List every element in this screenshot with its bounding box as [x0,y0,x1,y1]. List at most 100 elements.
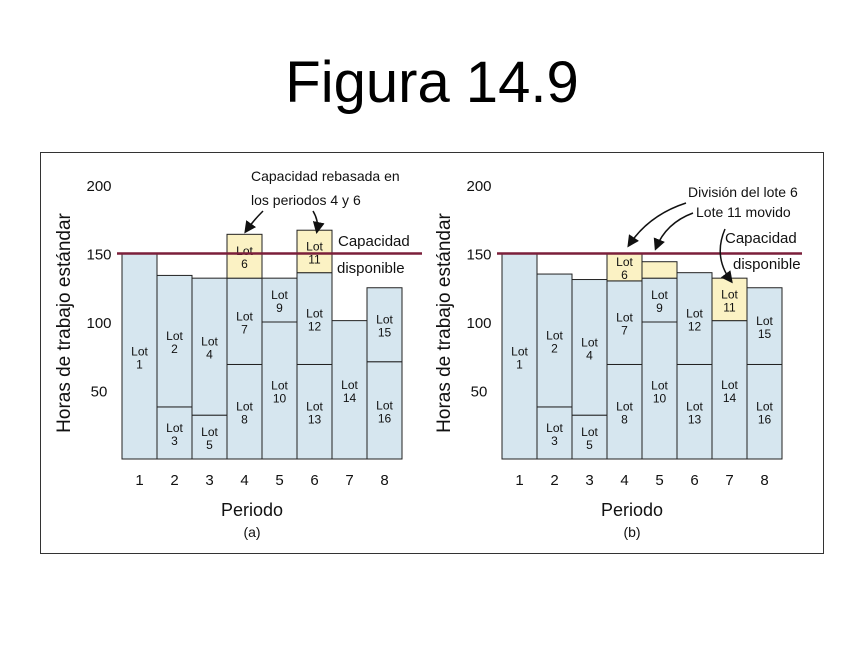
x-tick-label: 4 [240,472,248,489]
lot-label: Lot [616,255,633,269]
annotation-arrow [627,202,687,248]
x-tick-label: 4 [620,472,628,489]
x-tick-label: 8 [760,472,768,489]
lot-label: Lot [271,379,288,393]
overload-segment [606,253,643,282]
lot-label: Lot [201,335,218,349]
overload-segment [296,229,333,274]
lot-label: Lot [166,421,183,435]
lot-label: Lot [756,400,773,414]
lot-label: Lot [236,309,253,323]
annotation-arrow [719,228,733,284]
lot-label: 14 [723,391,737,405]
lot-label: 3 [551,434,558,448]
lot-label: 2 [551,341,558,355]
lot-label: Lot [131,344,148,358]
annotation-text: División del lote 6 [688,184,798,200]
lot-label: 5 [206,438,213,452]
bar-segment [191,277,228,416]
bar-segment [641,277,678,323]
lot-label: 10 [653,392,667,406]
y-tick-label: 150 [86,247,111,264]
lot-label: 10 [273,392,287,406]
lot-label: Lot [616,311,633,325]
x-axis-label: Periodo [221,500,283,520]
x-tick-label: 8 [380,472,388,489]
x-tick-label: 6 [690,472,698,489]
lot-label: Lot [581,335,598,349]
lot-label: Lot [376,398,393,412]
annotation-text: los periodos 4 y 6 [251,192,361,208]
lot-label: Lot [546,328,563,342]
lot-label: Lot [341,378,358,392]
lot-label: 2 [171,342,178,356]
bar-segment [226,277,263,365]
y-tick-label: 50 [91,384,108,401]
bar-segment [296,272,333,365]
x-tick-label: 2 [170,472,178,489]
lot-label: 1 [136,357,143,371]
lot-label: Lot [756,314,773,328]
y-tick-label: 100 [466,315,491,332]
lot-label: Lot [686,400,703,414]
lot-label: 14 [343,391,357,405]
y-tick-label: 150 [466,247,491,264]
lot-label: 9 [656,301,663,315]
y-axis-label: Horas de trabajo estándar [54,212,75,432]
capacity-label: disponible [733,256,801,273]
lot-label: 12 [308,320,322,334]
x-tick-label: 3 [205,472,213,489]
capacity-label: disponible [337,260,405,277]
annotation-arrow [244,210,264,234]
capacity-label: Capacidad [338,233,410,250]
lot-label: 7 [621,324,628,338]
lot-label: 16 [378,411,392,425]
bar-segment [536,273,573,408]
lot-label: 15 [378,326,392,340]
lot-label: 8 [621,413,628,427]
bar-segment [156,406,193,460]
lot-label: 4 [586,348,593,362]
x-tick-label: 3 [585,472,593,489]
lot-label: Lot [306,400,323,414]
bar-segment [261,277,298,323]
bar-segment [571,414,608,460]
bar-segment [121,253,158,460]
bar-segment [331,320,368,460]
lot-label: 3 [171,434,178,448]
lot-label: Lot [166,329,183,343]
lot-label: Lot [721,378,738,392]
lot-label: 13 [688,413,702,427]
x-tick-label: 6 [310,472,318,489]
lot-label: 11 [308,252,321,266]
lot-label: Lot [546,421,563,435]
capacity-label: Capacidad [725,230,797,247]
lot-label: 15 [758,327,772,341]
lot-label: 7 [241,322,248,336]
overload-segment [641,261,678,279]
y-tick-label: 50 [471,384,488,401]
bar-segment [226,363,263,460]
lot-label: Lot [511,344,528,358]
annotation-text: Lote 11 movido [696,204,791,220]
bar-segment [676,363,713,460]
lot-label: 6 [241,257,248,271]
lot-label: Lot [236,400,253,414]
x-tick-label: 5 [655,472,663,489]
lot-label: Lot [306,239,323,253]
y-tick-label: 200 [86,178,111,195]
lot-label: Lot [686,307,703,321]
bar-segment [536,406,573,460]
bar-segment [571,279,608,416]
lot-label: Lot [581,425,598,439]
lot-label: 11 [723,300,736,314]
lot-label: Lot [271,288,288,302]
annotation-arrow [312,210,325,234]
x-axis-label: Periodo [601,500,663,520]
bar-segment [366,287,403,363]
y-tick-label: 200 [466,178,491,195]
lot-label: 4 [206,348,213,362]
bar-segment [366,361,403,460]
